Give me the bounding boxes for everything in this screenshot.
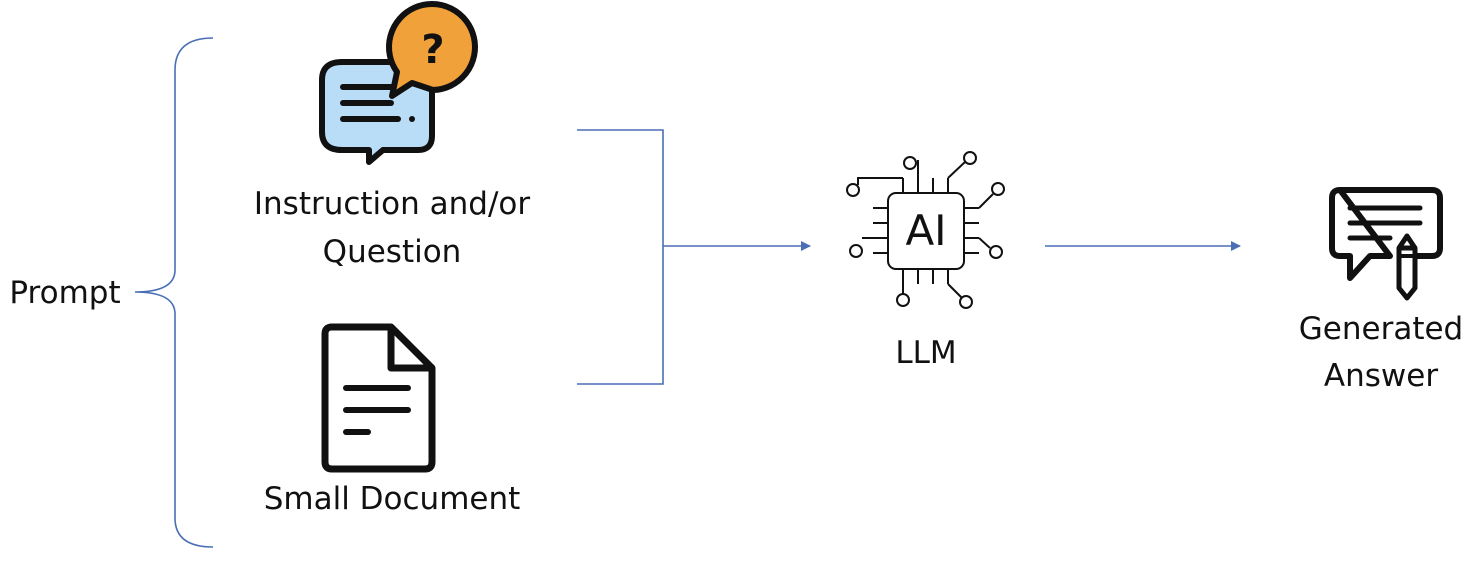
speech-bubbles-question-icon: ?	[319, 1, 478, 165]
question-mark-glyph: ?	[421, 27, 444, 73]
chip-ai-text: AI	[905, 206, 946, 255]
instruction-label-line2: Question	[322, 234, 462, 270]
prompt-label: Prompt	[9, 275, 121, 311]
prompt-brace	[134, 37, 214, 548]
llm-label: LLM	[895, 335, 957, 371]
document-label: Small Document	[263, 481, 521, 517]
instruction-label-line1: Instruction and/or	[253, 186, 531, 222]
merge-bracket	[577, 129, 664, 385]
ai-chip-icon: AI	[846, 151, 1005, 309]
document-icon	[321, 323, 436, 473]
answer-label-line2: Answer	[1323, 358, 1439, 394]
chat-pencil-icon	[1329, 187, 1443, 301]
answer-label-line1: Generated	[1298, 311, 1464, 347]
